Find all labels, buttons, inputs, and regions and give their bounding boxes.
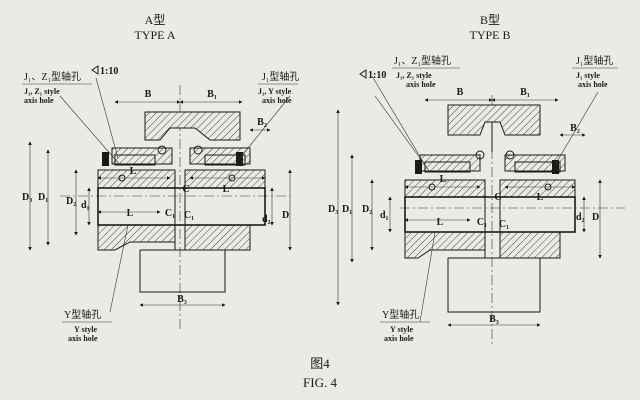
type-a-sleeve-upper: [144, 111, 241, 141]
type-a-C1b: C₁: [184, 210, 194, 221]
type-a-C: C: [182, 184, 189, 195]
type-a-C1: C₁: [165, 208, 175, 219]
type-a-B1: B₁: [207, 89, 217, 100]
type-a-left-leader: [59, 95, 121, 166]
type-b-right-hole-cn: J₁型轴孔: [576, 54, 613, 67]
type-b-D: D: [592, 212, 599, 223]
type-b-hub-right-lower: [499, 231, 561, 259]
type-a-bottom-hole-en2: axis hole: [68, 334, 98, 343]
type-a-seal-left: [102, 152, 109, 166]
type-a-D2: D₂: [66, 196, 76, 207]
type-b-title-en: TYPE B: [469, 28, 510, 42]
type-b-C1: C₁: [477, 217, 487, 228]
type-b-taper-leader: [371, 75, 426, 166]
type-a-B3: B₃: [177, 294, 187, 305]
type-b-bottom-hole-cn: Y型轴孔: [382, 308, 419, 321]
type-a-taper: 1:10: [100, 66, 118, 77]
type-b-B: B: [457, 87, 464, 98]
type-b-right-hole-en1: J₁ style: [576, 71, 600, 80]
type-b-left-hole-en1: J₁, Z₁ style: [396, 71, 432, 80]
type-b-teeth-right: [514, 161, 561, 173]
type-b-right-leader: [554, 91, 599, 166]
figure-caption-cn: 图4: [310, 356, 330, 371]
type-a-d1: d₁: [81, 200, 90, 211]
type-a-L-lower: L: [127, 208, 134, 219]
type-b-view: B型 TYPE B D₃ D₁ D₂ d₁: [328, 13, 625, 345]
type-b-L-right: L: [537, 192, 544, 203]
type-a-title-en: TYPE A: [134, 28, 175, 42]
type-b-L-lower: L: [437, 217, 444, 228]
type-b-seal-right: [552, 160, 559, 174]
type-a-left-hole-en2: axis hole: [24, 96, 54, 105]
type-a-bottom-leader: [109, 224, 129, 313]
type-b-seal-left: [415, 160, 422, 174]
type-b-D2: D₂: [362, 204, 372, 215]
type-b-dz: d₂: [576, 212, 585, 223]
type-a-teeth-right: [204, 154, 246, 166]
type-b-bottom-leader: [419, 231, 436, 323]
type-b-d1: d₁: [380, 210, 389, 221]
type-b-bolt-2: [505, 150, 515, 160]
type-b-taper: 1:10: [368, 70, 386, 81]
type-a-right-leader: [239, 95, 291, 159]
type-a-right-hole-en1: J₁, Y style: [258, 87, 292, 96]
type-a-view: A型 TYPE A: [22, 13, 299, 343]
type-a-taper-symbol: [91, 65, 99, 75]
type-b-right-hole-en2: axis hole: [578, 80, 608, 89]
type-b-sleeve-upper: [447, 104, 541, 136]
type-b-D3: D₃: [328, 204, 338, 215]
type-b-bottom-hole-en1: Y style: [390, 325, 413, 334]
type-a-bottom-hole-en1: Y style: [74, 325, 97, 334]
type-a-taper-leader: [95, 77, 119, 159]
type-a-left-hole-cn: J₁、Z₁型轴孔: [24, 70, 81, 83]
figure-caption-en: FIG. 4: [303, 375, 337, 390]
type-a-seal-right: [236, 152, 243, 166]
type-b-B2: B₂: [570, 123, 580, 134]
type-b-B1: B₁: [520, 87, 530, 98]
type-b-taper-symbol: [359, 69, 367, 79]
type-a-bottom-hole-cn: Y型轴孔: [64, 308, 101, 321]
type-a-bolt-1: [157, 145, 167, 155]
type-b-bore: [404, 196, 576, 233]
type-b-B3: B₃: [489, 314, 499, 325]
type-a-teeth-left: [114, 154, 156, 166]
type-b-D1: D₁: [342, 204, 352, 215]
type-b-bottom-hole-en2: axis hole: [384, 334, 414, 343]
type-a-hub-left-upper: [97, 169, 176, 189]
type-b-title-cn: B型: [480, 13, 500, 27]
type-a-right-hole-cn: J₁型轴孔: [262, 70, 299, 83]
type-b-L: L: [440, 174, 447, 185]
type-a-drum: [139, 250, 226, 293]
type-b-left-hole-en2: axis hole: [406, 80, 436, 89]
type-b-flange-left: [419, 154, 481, 172]
type-b-C: C: [494, 192, 501, 203]
type-b-C1b: C₁: [499, 219, 509, 230]
type-a-D: D: [282, 210, 289, 221]
type-b-hub-left-lower: [404, 231, 486, 259]
type-b-flange-right: [504, 154, 566, 172]
type-a-left-hole-en1: J₁, Z₁ style: [24, 87, 60, 96]
type-a-D3: D₃: [22, 192, 32, 203]
type-a-right-hole-en2: axis hole: [262, 96, 292, 105]
type-a-hub-right-lower: [184, 224, 251, 251]
type-a-L: L: [130, 166, 137, 177]
type-b-left-leader: [374, 95, 431, 173]
type-a-L-right: L: [223, 184, 230, 195]
type-b-drum: [447, 258, 541, 313]
type-a-hub-left-lower: [97, 224, 176, 251]
type-a-dz: d₂: [262, 214, 271, 225]
type-b-bolt-1: [475, 150, 485, 160]
type-a-D1: D₁: [38, 192, 48, 203]
type-a-B: B: [145, 89, 152, 100]
type-b-left-hole-cn: J₁、Z₁型轴孔: [394, 54, 451, 67]
type-a-title-cn: A型: [145, 13, 166, 27]
type-a-flange-left: [111, 147, 173, 165]
type-a-bolt-2: [193, 145, 203, 155]
type-a-bore: [97, 187, 266, 226]
type-b-teeth-left: [424, 161, 471, 173]
type-a-B2: B₂: [257, 117, 267, 128]
